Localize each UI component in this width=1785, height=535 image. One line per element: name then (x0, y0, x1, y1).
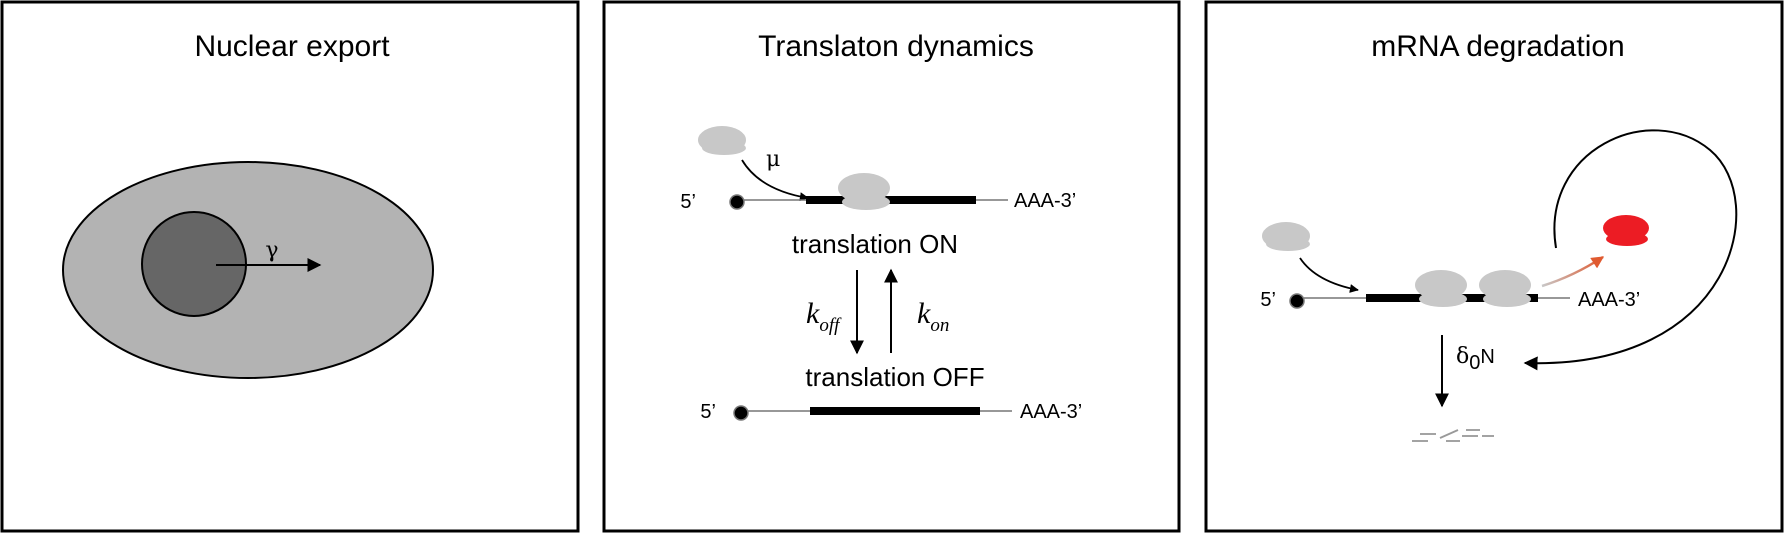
panel-frame (1204, 0, 1784, 533)
panel-translation-dynamics: Translaton dynamics μ 5’ AAA-3’ translat… (602, 0, 1181, 533)
cytoplasm (62, 161, 434, 379)
cap (733, 405, 749, 421)
degradation-rate-label: δ0N (1456, 344, 1495, 374)
release-arrow (1541, 255, 1605, 288)
three-prime-label: AAA-3’ (1014, 190, 1076, 212)
five-prime-label: 5’ (700, 401, 716, 423)
initiation-arrow (741, 159, 809, 202)
five-prime-label: 5’ (680, 191, 696, 213)
panel-frame (602, 0, 1181, 533)
free-ribosome (1262, 222, 1310, 251)
panel-nuclear-export: Nuclear export γ (0, 0, 580, 533)
koff-label: koff (806, 297, 842, 336)
translation-on-label: translation ON (792, 229, 958, 259)
kon-label: kon (917, 297, 949, 336)
three-prime-label: AAA-3’ (1578, 289, 1640, 311)
ribosome-1 (1415, 270, 1467, 307)
panel-frame (0, 0, 580, 533)
three-prime-label: AAA-3’ (1020, 401, 1082, 423)
panel-title: Nuclear export (194, 30, 390, 63)
bound-ribosome (838, 173, 890, 210)
initiation-arrow (1299, 257, 1359, 293)
mu-label: μ (766, 147, 780, 172)
five-prime-label: 5’ (1260, 289, 1276, 311)
panel-mrna-degradation: mRNA degradation 5’ AAA-3’ (1204, 0, 1784, 533)
red-ribosome (1603, 215, 1649, 246)
mrna-on: 5’ AAA-3’ (680, 173, 1076, 213)
mrna: 5’ AAA-3’ (1260, 270, 1640, 311)
cap (729, 194, 745, 210)
cap (1289, 293, 1305, 309)
translation-off-label: translation OFF (805, 362, 984, 392)
feedback-arrow (1523, 129, 1738, 371)
mrna-fragments (1412, 429, 1494, 442)
free-ribosome (698, 126, 746, 155)
mrna-off: 5’ AAA-3’ (700, 401, 1082, 423)
coding-region (810, 407, 980, 415)
panel-title: mRNA degradation (1371, 30, 1624, 63)
coding-region (806, 196, 976, 204)
gamma-label: γ (265, 238, 278, 263)
panel-title: Translaton dynamics (758, 30, 1034, 63)
ribosome-2 (1479, 270, 1531, 307)
